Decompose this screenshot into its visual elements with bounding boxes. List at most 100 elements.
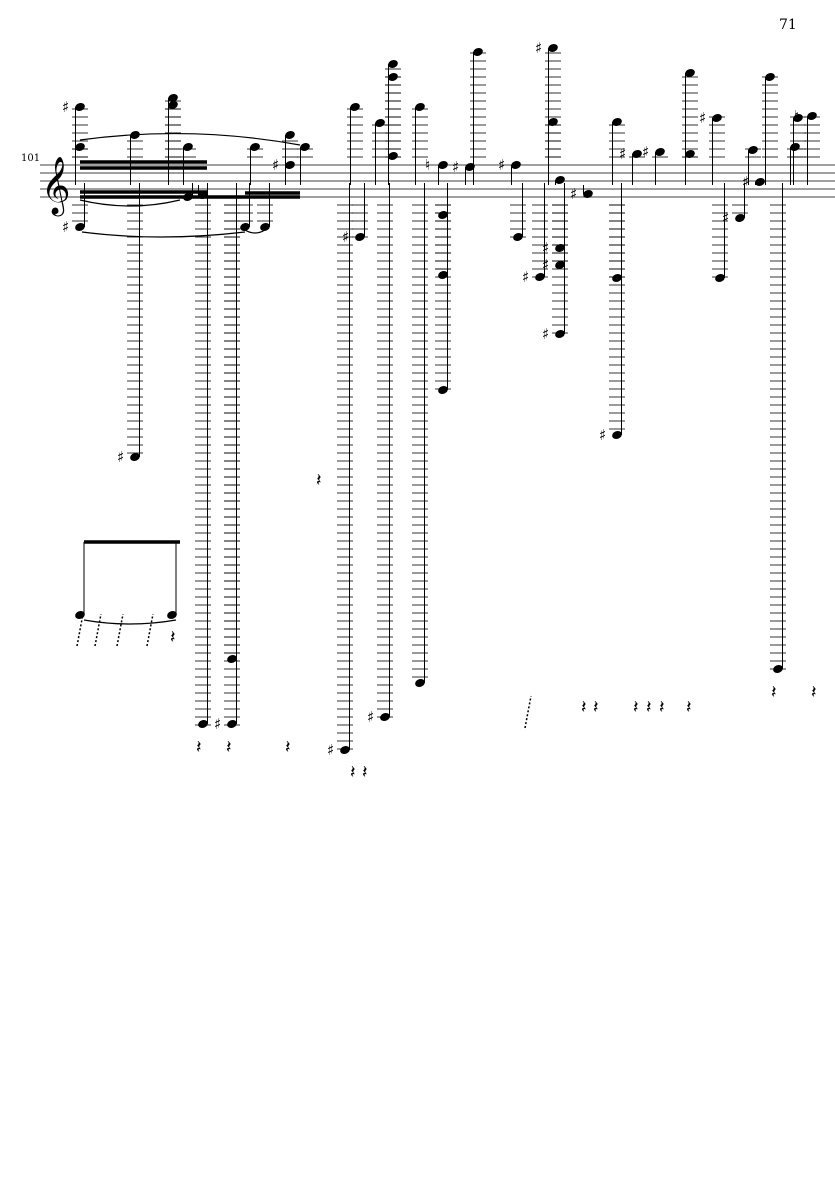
notehead [685, 69, 695, 77]
notehead [260, 223, 270, 231]
notehead [715, 274, 725, 282]
notehead [632, 150, 642, 158]
quarter-rest-icon: 𝄽 [285, 737, 291, 758]
notehead [438, 161, 448, 169]
notehead [765, 73, 775, 81]
notehead [807, 112, 817, 120]
notehead [388, 152, 398, 160]
sharp-icon: ♯ [570, 185, 577, 203]
notehead [300, 143, 310, 151]
quarter-rest-icon: 𝄽 [633, 697, 639, 718]
tremolo-mark [76, 613, 84, 647]
quarter-rest-icon: 𝄽 [771, 682, 777, 703]
quarter-rest-icon: 𝄽 [350, 762, 356, 783]
notehead [612, 118, 622, 126]
notehead [168, 101, 178, 109]
notehead [75, 103, 85, 111]
quarter-rest-icon: 𝄽 [581, 697, 587, 718]
notehead [465, 163, 475, 171]
tremolo-mark [146, 613, 154, 647]
notehead [227, 720, 237, 728]
notehead [183, 143, 193, 151]
notehead [612, 274, 622, 282]
quarter-rest-icon: 𝄽 [170, 627, 176, 648]
notehead [612, 431, 622, 439]
notehead [167, 611, 177, 619]
notehead [535, 273, 545, 281]
notehead [388, 73, 398, 81]
slur [79, 133, 301, 146]
notehead [183, 193, 193, 201]
sharp-icon: ♯ [522, 268, 529, 286]
tremolo-mark [116, 613, 124, 647]
sharp-icon: ♯ [272, 156, 279, 174]
notehead [168, 94, 178, 102]
notehead [583, 190, 593, 198]
notehead [285, 131, 295, 139]
notehead [555, 244, 565, 252]
sharp-icon: ♯ [342, 228, 349, 246]
notehead [748, 146, 758, 154]
notehead [655, 148, 665, 156]
quarter-rest-icon: 𝄽 [362, 762, 368, 783]
sharp-icon: ♯ [117, 448, 124, 466]
notehead [240, 223, 250, 231]
sharp-icon: ♯ [498, 156, 505, 174]
notehead [350, 103, 360, 111]
quarter-rest-icon: 𝄽 [686, 697, 692, 718]
sharp-icon: ♯ [722, 209, 729, 227]
sharp-icon: ♯ [535, 39, 542, 57]
notehead [285, 161, 295, 169]
notehead [198, 720, 208, 728]
measure-number: 101 [21, 153, 41, 164]
notehead [227, 655, 237, 663]
quarter-rest-icon: 𝄽 [593, 697, 599, 718]
quarter-rest-icon: 𝄽 [659, 697, 665, 718]
notehead [75, 223, 85, 231]
notehead [712, 114, 722, 122]
notehead [755, 178, 765, 186]
sharp-icon: ♯ [742, 173, 749, 191]
slur [79, 199, 181, 207]
notehead [380, 713, 390, 721]
quarter-rest-icon: 𝄽 [196, 737, 202, 758]
sharp-icon: ♯ [62, 218, 69, 236]
slur [81, 231, 246, 238]
notehead [685, 150, 695, 158]
sharp-icon: ♯ [452, 158, 459, 176]
rests: 𝄽𝄽𝄽𝄽𝄽𝄽𝄽𝄽𝄽𝄽𝄽𝄽𝄽𝄽𝄽 [76, 470, 817, 783]
notehead [415, 679, 425, 687]
beams [80, 160, 300, 544]
sharp-icon: ♯ [327, 741, 334, 759]
quarter-rest-icon: 𝄽 [811, 682, 817, 703]
notehead [388, 60, 398, 68]
notehead [511, 161, 521, 169]
sharp-icon: ♯ [367, 708, 374, 726]
slurs [79, 133, 301, 625]
notehead [548, 44, 558, 52]
noteheads: ♯♯♮♯♯♯♯♯♯♯♯♮♯♯♯♯♯♯♯♯♯♯♯♯ [62, 39, 817, 759]
notehead [555, 261, 565, 269]
notehead [198, 191, 208, 199]
sharp-icon: ♯ [542, 239, 549, 257]
notehead [438, 386, 448, 394]
stems [75, 48, 808, 750]
slur [83, 619, 177, 625]
notehead [438, 271, 448, 279]
sharp-icon: ♯ [599, 426, 606, 444]
tremolo-mark [94, 613, 102, 647]
notehead [513, 233, 523, 241]
notehead [375, 119, 385, 127]
slur [244, 229, 266, 234]
page-number: 71 [779, 17, 797, 33]
notehead [555, 176, 565, 184]
notehead [548, 118, 558, 126]
notehead [473, 48, 483, 56]
notehead [415, 103, 425, 111]
notehead [790, 143, 800, 151]
notehead [75, 143, 85, 151]
notehead [793, 114, 803, 122]
quarter-rest-icon: 𝄽 [316, 470, 322, 491]
sharp-icon: ♯ [542, 256, 549, 274]
